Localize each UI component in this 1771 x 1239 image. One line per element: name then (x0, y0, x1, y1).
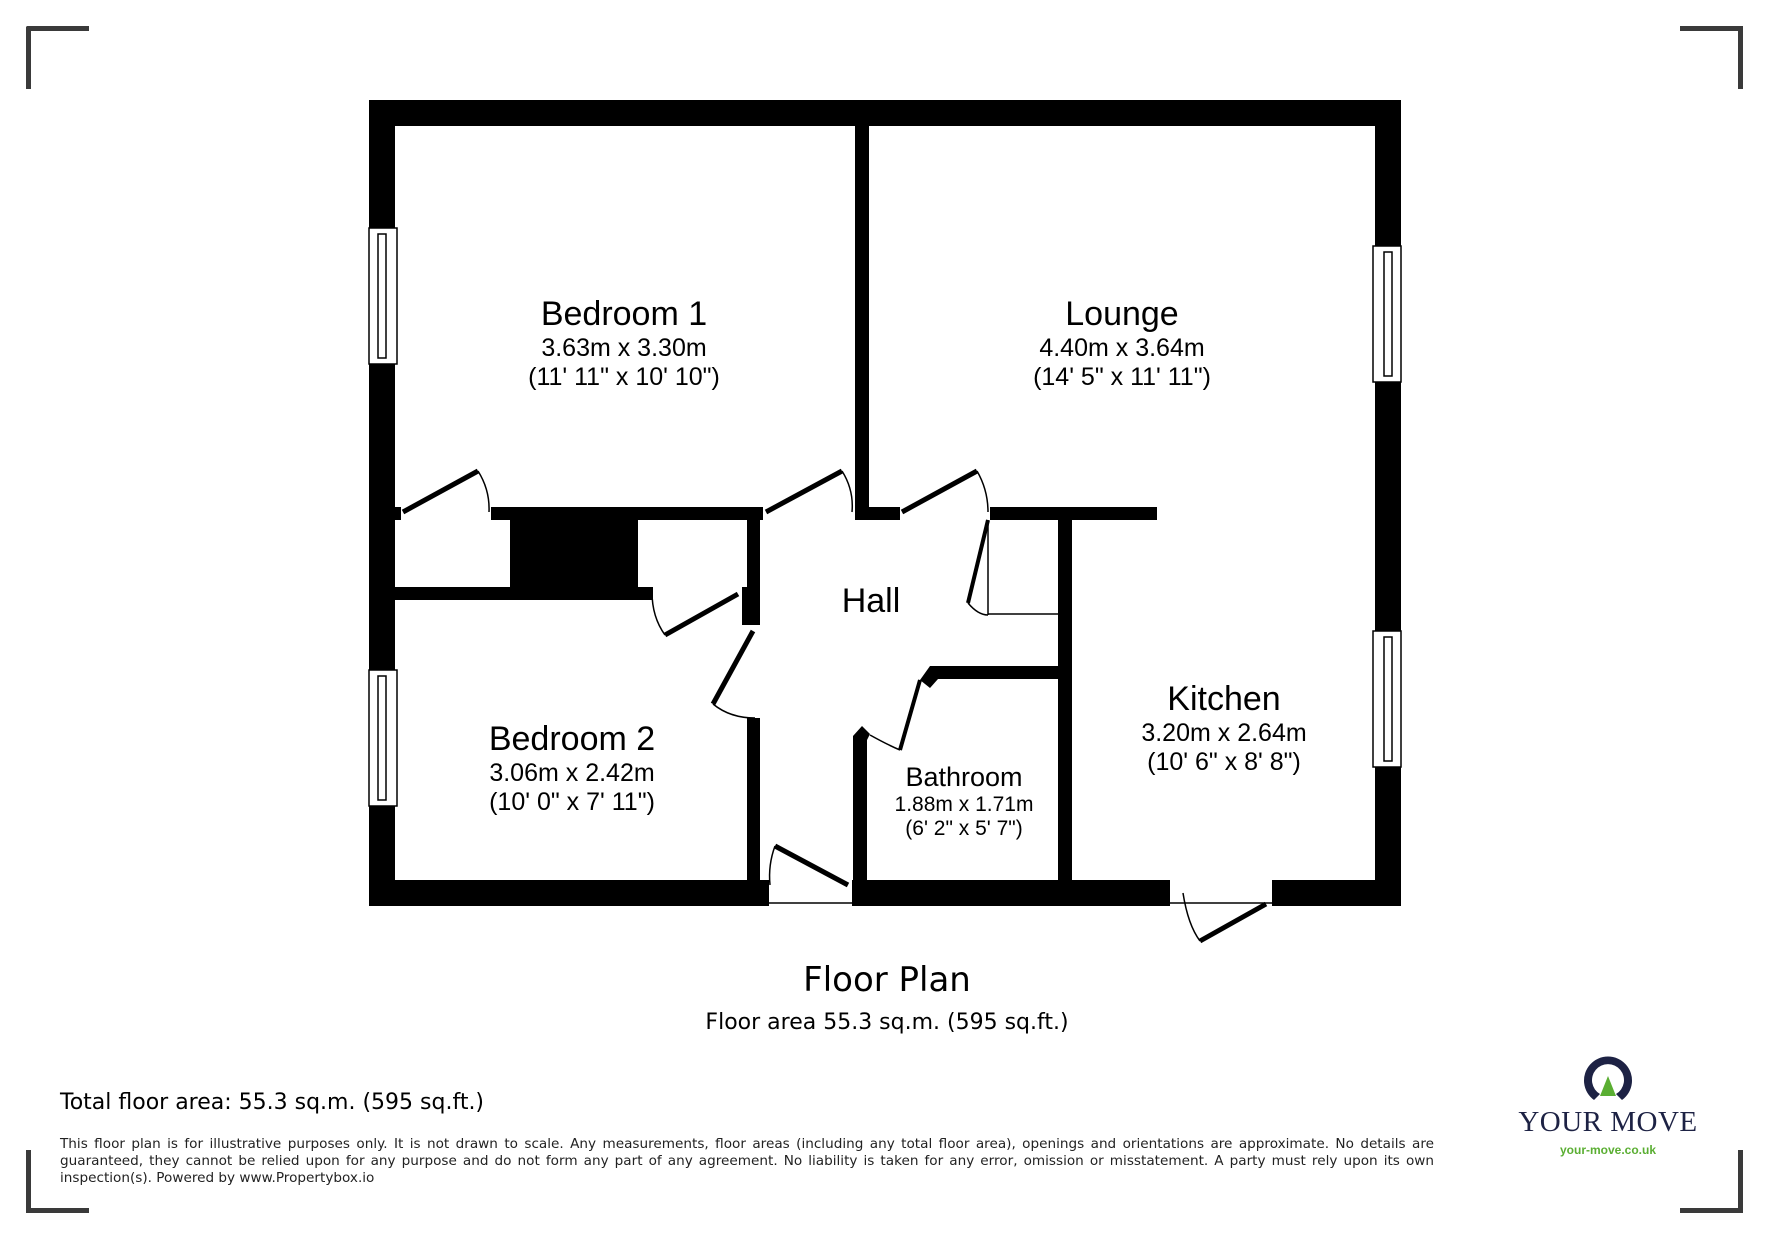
wall-top (369, 100, 1401, 126)
room-label-kitchen: Kitchen 3.20m x 2.64m (10' 6" x 8' 8") (1141, 680, 1306, 777)
wall-bottom-left (369, 880, 769, 906)
room-label-lounge: Lounge 4.40m x 3.64m (14' 5" x 11' 11") (1033, 295, 1211, 392)
crop-mark-top-right (1680, 26, 1743, 89)
wall-bottom-right (1272, 880, 1401, 906)
logo-url: your-move.co.uk (1559, 1143, 1657, 1157)
windows (368, 227, 1402, 807)
room-name: Hall (841, 582, 901, 620)
room-name: Bathroom (905, 762, 1023, 792)
room-dim-metric: 4.40m x 3.64m (1039, 334, 1205, 363)
room-label-bedroom-1: Bedroom 1 3.63m x 3.30m (11' 11" x 10' 1… (528, 295, 720, 392)
wall-right (1375, 100, 1401, 906)
crop-mark-bottom-left (26, 1150, 89, 1213)
room-name: Bedroom 2 (488, 720, 656, 758)
walls (369, 100, 1401, 906)
your-move-logo: YOUR MOVE your-move.co.uk (1508, 1052, 1708, 1157)
crop-mark-top-left (26, 26, 89, 89)
room-label-bathroom: Bathroom 1.88m x 1.71m (6' 2" x 5' 7") (895, 762, 1034, 841)
room-name: Kitchen (1167, 680, 1281, 718)
room-label-bedroom-2: Bedroom 2 3.06m x 2.42m (10' 0" x 7' 11"… (489, 720, 655, 817)
room-dim-metric: 3.20m x 2.64m (1141, 719, 1307, 748)
room-dim-imperial: (10' 6" x 8' 8") (1147, 747, 1301, 776)
wall-bottom-mid (852, 880, 1170, 906)
room-dim-imperial: (10' 0" x 7' 11") (489, 787, 655, 816)
logo-ring-icon (1584, 1056, 1632, 1100)
room-label-hall: Hall (842, 582, 901, 621)
room-dim-imperial: (14' 5" x 11' 11") (1033, 362, 1211, 391)
room-dim-metric: 3.06m x 2.42m (489, 759, 655, 788)
room-dim-imperial: (11' 11" x 10' 10") (528, 362, 720, 391)
plan-title: Floor Plan (803, 960, 971, 1000)
room-dim-metric: 3.63m x 3.30m (541, 334, 707, 363)
plan-floor-area: Floor area 55.3 sq.m. (595 sq.ft.) (705, 1010, 1069, 1035)
crop-mark-bottom-right (1680, 1150, 1743, 1213)
room-name: Lounge (1065, 295, 1179, 333)
room-dim-metric: 1.88m x 1.71m (894, 793, 1034, 817)
disclaimer-text: This floor plan is for illustrative purp… (60, 1136, 1434, 1186)
room-name: Bedroom 1 (540, 295, 708, 333)
doors (401, 468, 1272, 944)
logo-brand-name: YOUR MOVE (1518, 1106, 1698, 1138)
total-floor-area: Total floor area: 55.3 sq.m. (595 sq.ft.… (60, 1090, 485, 1115)
room-dim-imperial: (6' 2" x 5' 7") (905, 817, 1023, 841)
